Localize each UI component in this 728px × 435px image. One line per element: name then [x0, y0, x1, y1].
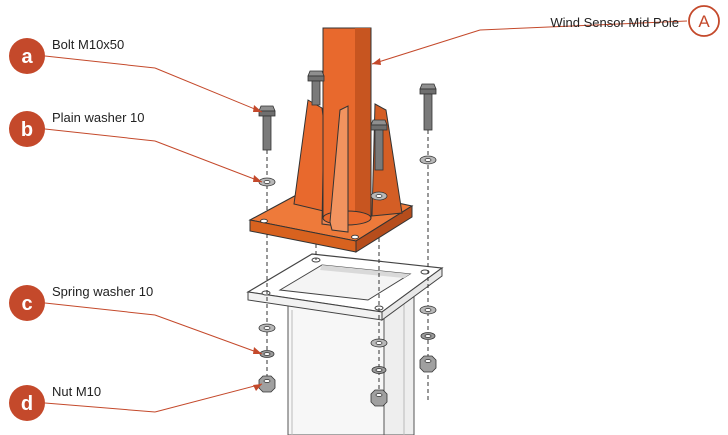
callout-spring-washer: c Spring washer 10	[9, 284, 153, 321]
bolt-back-left	[307, 70, 325, 106]
plain-washers	[258, 155, 437, 348]
leader-lines	[44, 20, 688, 413]
bolt-back-right	[419, 83, 437, 131]
mounting-flange-frame	[246, 253, 444, 321]
callout-badge-circle	[9, 111, 45, 147]
callout-label: Nut M10	[52, 384, 101, 399]
callout-badge-circle	[9, 38, 45, 74]
leader-arrowheads	[253, 58, 381, 391]
callout-badge-letter: A	[698, 12, 710, 31]
callout-badge-letter: c	[21, 293, 32, 315]
callout-label: Plain washer 10	[52, 110, 145, 125]
support-post	[287, 283, 415, 435]
callout-wind-sensor-mid-pole: Wind Sensor Mid Pole A	[550, 5, 720, 37]
callout-badge-circle	[9, 385, 45, 421]
callout-badge-letter: d	[21, 393, 33, 415]
callout-badge-circle	[688, 5, 720, 37]
callout-nut: d Nut M10	[9, 384, 101, 421]
callout-label: Spring washer 10	[52, 284, 153, 299]
nuts	[258, 355, 437, 407]
bolt-front-right	[370, 119, 388, 171]
callout-badge-letter: a	[21, 46, 33, 68]
spring-washers	[259, 332, 436, 374]
callout-plain-washer: b Plain washer 10	[9, 110, 145, 147]
callout-badge-letter: b	[21, 119, 33, 141]
wind-sensor-mid-pole	[248, 27, 414, 253]
bolt-group	[258, 70, 437, 171]
callout-label: Wind Sensor Mid Pole	[550, 15, 679, 30]
bolt-left	[258, 105, 276, 151]
callout-badge-circle	[9, 285, 45, 321]
callout-bolt: a Bolt M10x50	[9, 37, 124, 74]
callout-label: Bolt M10x50	[52, 37, 124, 52]
